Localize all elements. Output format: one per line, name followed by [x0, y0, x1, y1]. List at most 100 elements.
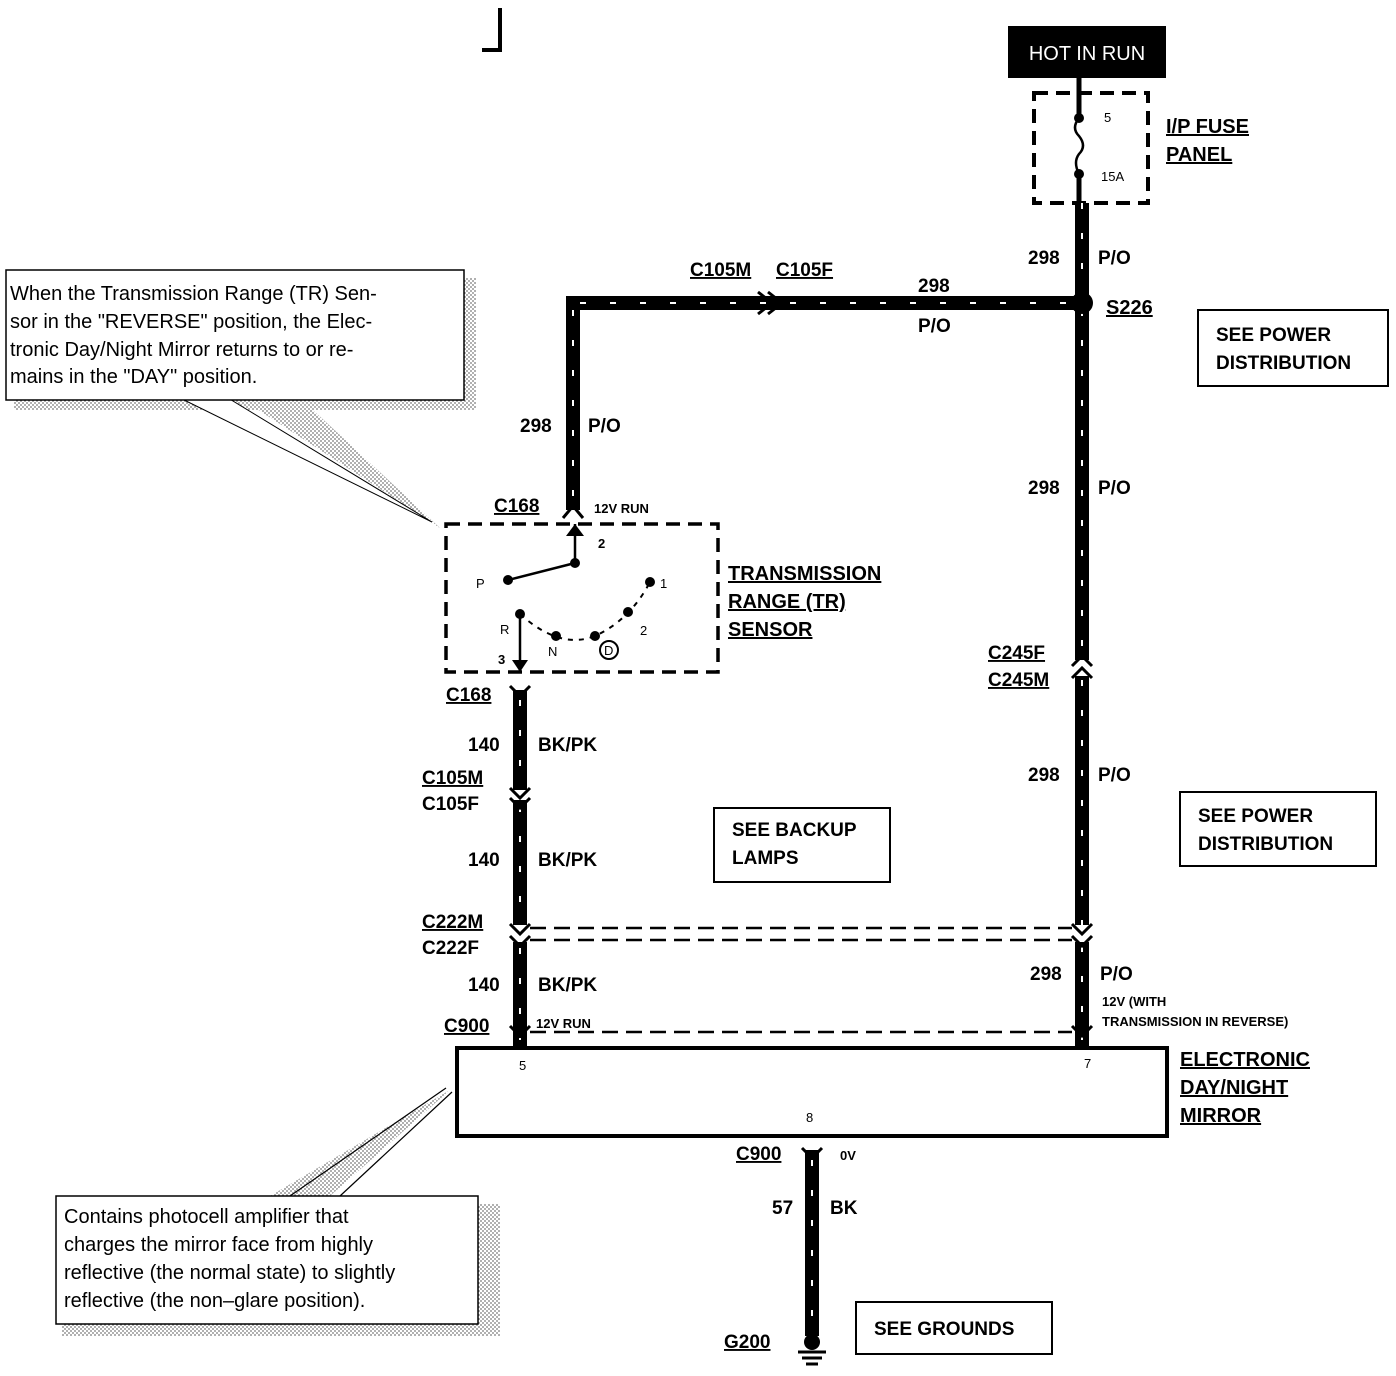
tr-pos-2: 2: [640, 623, 647, 638]
tr-pos-p: P: [476, 576, 485, 591]
svg-text:SEE GROUNDS: SEE GROUNDS: [874, 1319, 1014, 1340]
wire-number-r4: 298: [1030, 964, 1062, 985]
svg-text:SEE BACKUP: SEE BACKUP: [732, 820, 857, 841]
connector-c105f-top: C105F: [776, 260, 833, 281]
wire-number-l3: 140: [468, 850, 500, 871]
wire-color-top: P/O: [918, 316, 951, 337]
connector-c105-left-icon: [508, 786, 532, 811]
tr-sensor: 2 3 P R N D 2 1 TRANSMISSION RANGE (TR) …: [444, 522, 881, 674]
voltage-0v: 0V: [840, 1148, 856, 1163]
wire-color-l4: BK/PK: [538, 975, 597, 996]
wire-number-r3: 298: [1028, 765, 1060, 786]
mirror-pin-5: 5: [519, 1058, 526, 1073]
connector-c105f-left: C105F: [422, 794, 479, 815]
svg-text:SEE POWER: SEE POWER: [1198, 806, 1313, 827]
mirror-title-2: DAY/NIGHT: [1180, 1077, 1288, 1099]
ground-label: G200: [724, 1332, 770, 1353]
note-top-line-3: tronic Day/Night Mirror returns to or re…: [10, 339, 353, 361]
fuse-number: 5: [1104, 110, 1111, 125]
connector-c168-bottom-icon: [508, 684, 532, 699]
connector-c222-icon: [508, 922, 1094, 949]
connector-c105m-top: C105M: [690, 260, 751, 281]
see-power-distribution-box-2[interactable]: SEE POWER DISTRIBUTION: [1179, 791, 1377, 867]
connector-c245m: C245M: [988, 670, 1049, 691]
tr-title-2: RANGE (TR): [728, 591, 846, 613]
note-bottom-line-3: reflective (the normal state) to slightl…: [64, 1262, 395, 1284]
connector-c168-top-icon: [561, 503, 585, 519]
voltage-12v-run-mirror: 12V RUN: [536, 1016, 591, 1031]
svg-text:SEE POWER: SEE POWER: [1216, 325, 1331, 346]
mirror-pin-8: 8: [806, 1110, 813, 1125]
fuse-panel-title-2: PANEL: [1166, 144, 1232, 166]
tr-switch-arm: [507, 561, 576, 582]
corner-mark: [482, 8, 502, 52]
wire-298-po: [566, 203, 1089, 1046]
note-top-line-4: mains in the "DAY" position.: [10, 366, 257, 388]
see-grounds-box[interactable]: SEE GROUNDS: [855, 1301, 1053, 1355]
wire-number-l2: 140: [468, 735, 500, 756]
note-bottom-line-1: Contains photocell amplifier that: [64, 1206, 349, 1228]
note-reverse-callout: When the Transmission Range (TR) Sen- so…: [5, 269, 476, 528]
wire-color-r1: P/O: [1098, 248, 1131, 269]
note-top-line-1: When the Transmission Range (TR) Sen-: [10, 283, 377, 305]
see-backup-lamps-box[interactable]: SEE BACKUP LAMPS: [713, 807, 891, 883]
wire-color-l3: BK/PK: [538, 850, 597, 871]
voltage-reverse-2: TRANSMISSION IN REVERSE): [1102, 1014, 1288, 1029]
tr-pos-d: D: [604, 643, 613, 658]
connector-c245-icon: [1070, 653, 1094, 680]
tr-pin-2: 2: [598, 536, 605, 551]
tr-pos-r: R: [500, 622, 509, 637]
mirror-pin-7: 7: [1084, 1056, 1091, 1071]
tr-title-1: TRANSMISSION: [728, 563, 881, 585]
note-photocell-callout: Contains photocell amplifier that charge…: [55, 1087, 500, 1336]
connector-c900-bottom: C900: [736, 1144, 781, 1165]
fuse-panel-title-1: I/P FUSE: [1166, 116, 1249, 138]
wire-number-l4: 140: [468, 975, 500, 996]
connector-c900-top-icon: [508, 1024, 1094, 1039]
tr-pin-3: 3: [498, 652, 505, 667]
svg-text:DISTRIBUTION: DISTRIBUTION: [1198, 834, 1333, 855]
note-bottom-line-2: charges the mirror face from highly: [64, 1234, 373, 1256]
connector-c245f: C245F: [988, 643, 1045, 664]
connector-c168-bottom: C168: [446, 685, 491, 706]
wire-number-r2: 298: [1028, 478, 1060, 499]
splice-s226-dot: [1071, 292, 1093, 314]
note-bottom-line-4: reflective (the non–glare position).: [64, 1290, 365, 1312]
wire-color-r4: P/O: [1100, 964, 1133, 985]
note-top-line-2: sor in the "REVERSE" position, the Elec-: [10, 311, 372, 333]
connector-c222f: C222F: [422, 938, 479, 959]
ground-g200: G200: [724, 1332, 826, 1366]
connector-c168-top: C168: [494, 496, 539, 517]
svg-text:DISTRIBUTION: DISTRIBUTION: [1216, 353, 1351, 374]
connector-c105-top-icon: [757, 290, 785, 316]
connector-c900-bottom-icon: [800, 1146, 824, 1161]
wire-number-l1: 298: [520, 416, 552, 437]
fuse-icon: [1073, 117, 1085, 175]
mirror-title-1: ELECTRONIC: [1180, 1049, 1310, 1071]
voltage-12v-run-tr: 12V RUN: [594, 501, 649, 516]
see-power-distribution-box-1[interactable]: SEE POWER DISTRIBUTION: [1197, 309, 1389, 387]
wire-number-ground: 57: [772, 1198, 793, 1219]
tr-pos-1: 1: [660, 576, 667, 591]
voltage-reverse-1: 12V (WITH: [1102, 994, 1166, 1009]
mirror-module: 5 7 8 ELECTRONIC DAY/NIGHT MIRROR: [455, 1046, 1310, 1138]
wire-color-l1: P/O: [588, 416, 621, 437]
connector-c222m: C222M: [422, 912, 483, 933]
connector-c900-top: C900: [444, 1016, 489, 1037]
connector-c105m-left: C105M: [422, 768, 483, 789]
svg-text:HOT IN RUN: HOT IN RUN: [1029, 43, 1145, 65]
splice-s226-label: S226: [1106, 297, 1153, 319]
wire-color-r2: P/O: [1098, 478, 1131, 499]
svg-text:LAMPS: LAMPS: [732, 848, 799, 869]
wire-color-r3: P/O: [1098, 765, 1131, 786]
fuse-panel: 5 15A I/P FUSE PANEL: [1032, 78, 1249, 205]
mirror-title-3: MIRROR: [1180, 1105, 1262, 1127]
tr-pos-n: N: [548, 644, 557, 659]
wire-color-l2: BK/PK: [538, 735, 597, 756]
hot-in-run-label: HOT IN RUN: [1008, 26, 1166, 78]
wire-color-ground: BK: [830, 1198, 858, 1219]
wire-number-top: 298: [918, 276, 950, 297]
wire-number-r1: 298: [1028, 248, 1060, 269]
